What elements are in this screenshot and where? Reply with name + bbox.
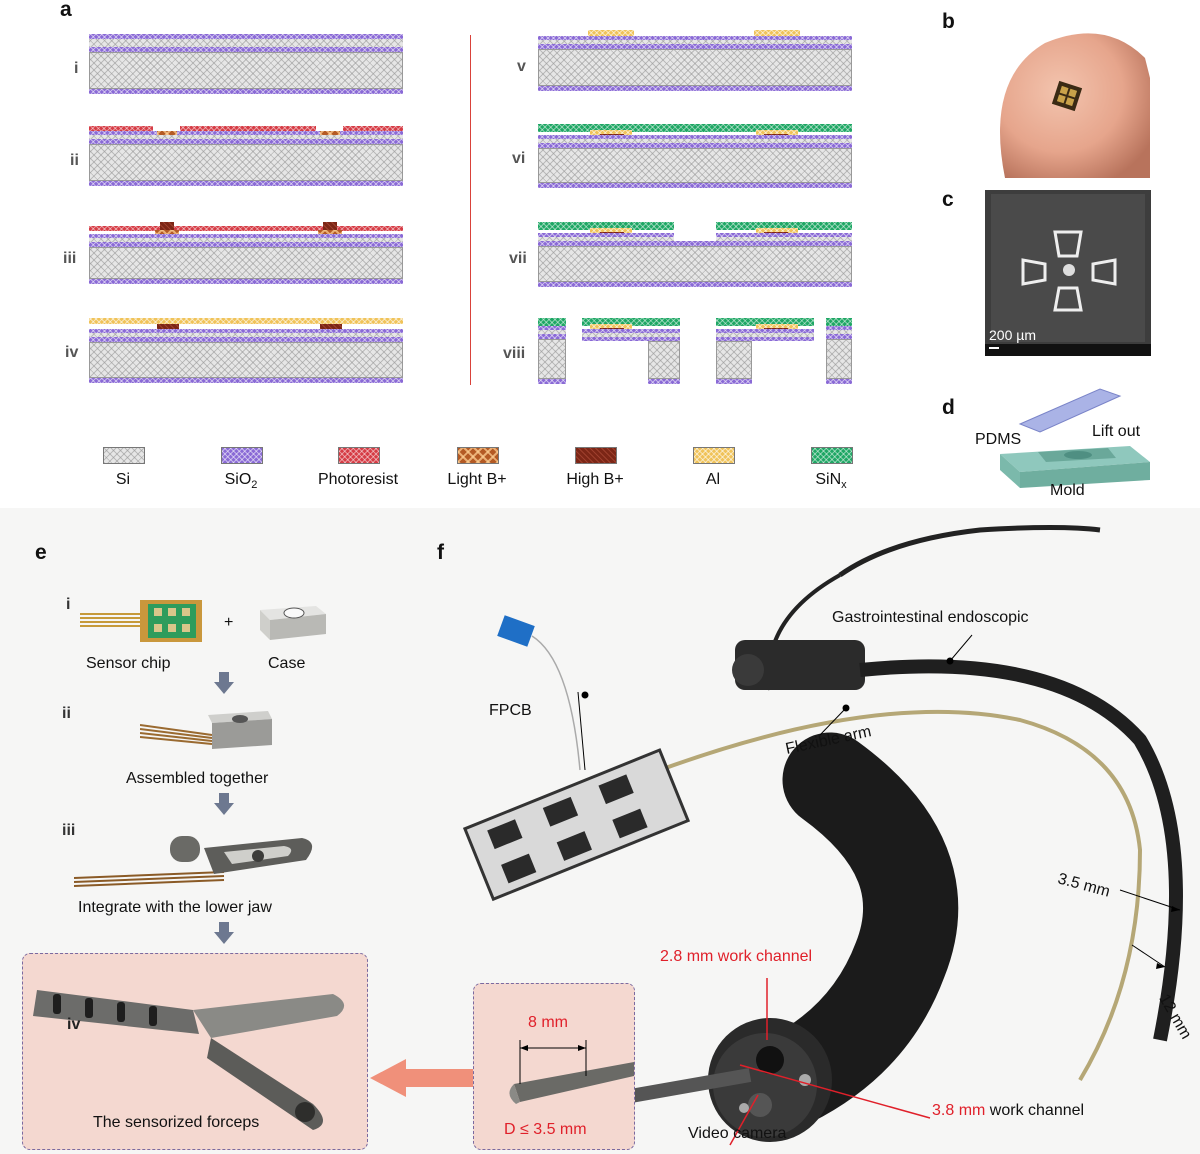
- callout-lines: [577, 634, 1181, 1146]
- step-label-vi: vi: [512, 150, 526, 167]
- e-step-iv: iv: [67, 1016, 81, 1033]
- e-step-ii: ii: [62, 705, 71, 722]
- legend-label-sinx: SiNx: [815, 471, 847, 492]
- step-label-iii: iii: [63, 250, 77, 267]
- inset-8mm-label: 8 mm: [528, 1014, 568, 1031]
- sem-image: 200 µm: [985, 190, 1151, 356]
- sensor-chip-label: Sensor chip: [86, 655, 171, 672]
- legend-swatch-sinx: [811, 447, 853, 464]
- case-label: Case: [268, 655, 306, 672]
- endoscope-handle: [735, 640, 865, 690]
- legend-swatch-sio2: [221, 447, 263, 464]
- work-channel-3-8-label: 3.8 mm work channel: [932, 1102, 1085, 1119]
- fpcb-label: FPCB: [489, 702, 532, 719]
- lift-out-label: Lift out: [1092, 423, 1141, 440]
- fingertip-photo: [985, 18, 1150, 178]
- legend-swatch-light-b: [457, 447, 499, 464]
- legend-label-al: Al: [705, 471, 721, 488]
- e-step-iii: iii: [62, 822, 76, 839]
- legend-swatch-high-b: [575, 447, 617, 464]
- flow-arrow-2: [214, 793, 234, 815]
- scale-bar: [989, 347, 999, 349]
- step-label-i: i: [74, 60, 79, 77]
- step-label-ii: ii: [70, 152, 79, 169]
- sensorized-forceps-panel: iv The sensorized forceps: [22, 953, 368, 1150]
- sensorized-label: The sensorized forceps: [93, 1114, 260, 1131]
- sensorized-forceps-photo: [33, 990, 345, 1130]
- legend-swatch-si: [103, 447, 145, 464]
- step-label-v: v: [517, 58, 526, 75]
- fpcb-connector: [497, 615, 535, 647]
- integrate-label: Integrate with the lower jaw: [78, 899, 272, 916]
- work-channel-2-8-label: 2.8 mm work channel: [660, 948, 813, 965]
- inset-diameter-label: D ≤ 3.5 mm: [504, 1121, 587, 1138]
- panel-b-letter: b: [942, 10, 955, 33]
- sensor-chip-on-finger: [1051, 80, 1083, 112]
- mold-illustration: [1000, 388, 1150, 488]
- flow-arrow-1: [214, 672, 234, 694]
- pdms-label: PDMS: [975, 431, 1022, 448]
- flow-arrow-3: [214, 922, 234, 944]
- assembled-label: Assembled together: [126, 770, 269, 787]
- step-label-iv: iv: [65, 344, 79, 361]
- panel-d-letter: d: [942, 396, 955, 419]
- panel-e-letter: e: [35, 541, 47, 564]
- panel-a-letter: a: [60, 0, 72, 21]
- endoscope-photo: [462, 525, 1183, 1142]
- legend-label-high-b: High B+: [566, 471, 624, 488]
- sensor-chip-photo: [80, 600, 202, 642]
- plus-sign: +: [224, 614, 234, 631]
- forceps-inset-panel: 8 mm D ≤ 3.5 mm: [473, 983, 635, 1150]
- legend-label-photoresist: Photoresist: [317, 471, 399, 488]
- legend-label-light-b: Light B+: [447, 471, 507, 488]
- mold-label: Mold: [1050, 482, 1085, 499]
- step-label-vii: vii: [509, 250, 527, 267]
- gastro-label: Gastrointestinal endoscopic: [832, 609, 1029, 626]
- video-camera-label: Video camera: [688, 1125, 787, 1142]
- legend-label-si: Si: [115, 471, 131, 488]
- assembled-photo: [140, 711, 272, 749]
- legend-label-sio2: SiO2: [224, 471, 258, 492]
- legend-swatch-al: [693, 447, 735, 464]
- forceps-tip-photo: [509, 1040, 634, 1104]
- panel-c-letter: c: [942, 188, 954, 211]
- legend-swatch-photoresist: [338, 447, 380, 464]
- step-label-viii: viii: [503, 345, 526, 362]
- scale-bar-label: 200 µm: [989, 327, 1036, 343]
- case-photo: [260, 606, 326, 640]
- big-arrow-left: [370, 1059, 474, 1097]
- lower-jaw-photo: [74, 836, 313, 887]
- panel-f-letter: f: [437, 541, 444, 564]
- e-step-i: i: [66, 596, 71, 613]
- panel-a-divider: [470, 35, 471, 385]
